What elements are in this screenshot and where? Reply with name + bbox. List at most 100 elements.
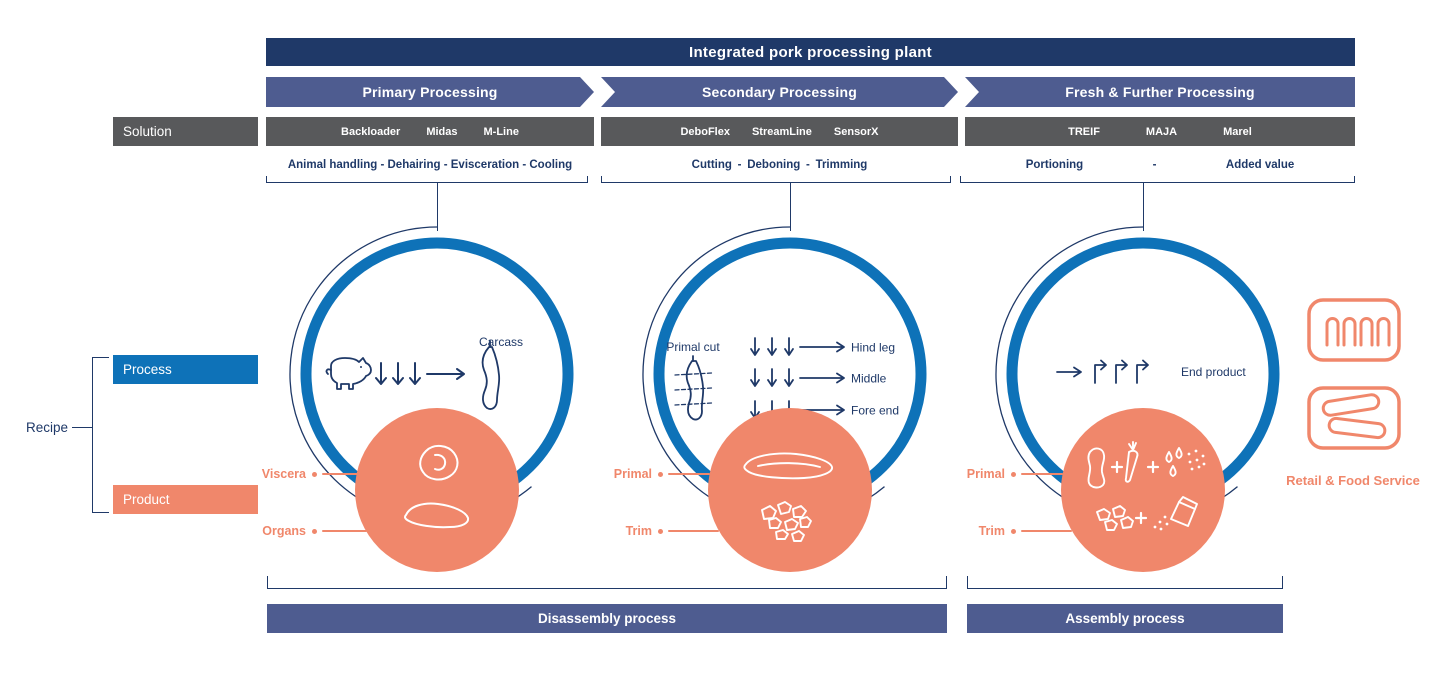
carrot-icon bbox=[1124, 441, 1139, 483]
organs-label: Organs bbox=[262, 524, 306, 538]
stage-bar-fresh-further: Fresh & Further Processing bbox=[965, 77, 1355, 107]
trim-pieces-icon bbox=[761, 501, 812, 542]
stage-primary-label: Primary Processing bbox=[362, 84, 498, 100]
process-circle-fresh-further: End product bbox=[995, 226, 1280, 572]
bacon-icon bbox=[1307, 298, 1401, 362]
product-output-trim-3: Trim bbox=[959, 523, 1072, 539]
connector-dot bbox=[658, 528, 663, 534]
stage-secondary-label: Secondary Processing bbox=[702, 84, 857, 100]
primal-label: Primal bbox=[613, 467, 652, 481]
plus-icon bbox=[1110, 460, 1124, 474]
product-output-viscera: Viscera bbox=[252, 466, 358, 482]
main-title: Integrated pork processing plant bbox=[689, 43, 932, 61]
right-arrow-icon bbox=[426, 368, 465, 380]
branch-arrows-icon bbox=[1094, 359, 1149, 384]
stage-bar-secondary: Secondary Processing bbox=[601, 77, 958, 107]
solution-item: TREIF bbox=[1068, 125, 1100, 138]
solution-item: Backloader bbox=[341, 125, 401, 138]
recipe-label: Recipe bbox=[25, 420, 68, 435]
connector-dot bbox=[312, 471, 317, 477]
recipe-bracket bbox=[92, 357, 109, 513]
solution-item: DeboFlex bbox=[680, 125, 730, 138]
steps-part: Portioning bbox=[1025, 159, 1084, 171]
cut-lines bbox=[674, 372, 713, 406]
carcass-icon bbox=[481, 340, 501, 410]
product-output-organs: Organs bbox=[252, 523, 367, 539]
connector-line bbox=[1021, 530, 1072, 532]
stage-bar-primary: Primary Processing bbox=[266, 77, 594, 107]
disassembly-bracket bbox=[267, 576, 947, 589]
process-circle-primary: Carcass bbox=[289, 226, 574, 572]
carcass-label: Carcass bbox=[479, 335, 523, 349]
steps-bracket-primary bbox=[266, 176, 588, 183]
steps-secondary-text: Cutting - Deboning - Trimming bbox=[691, 159, 868, 171]
middle-label: Middle bbox=[851, 372, 887, 386]
retail-food-service-label: Retail & Food Service bbox=[1286, 473, 1420, 488]
steps-bracket-secondary bbox=[601, 176, 951, 183]
main-title-bar: Integrated pork processing plant bbox=[266, 38, 1355, 66]
plus-icon bbox=[1134, 511, 1148, 525]
product-circle bbox=[708, 408, 872, 572]
ham-icon bbox=[1087, 447, 1106, 489]
assembly-label: Assembly process bbox=[1065, 611, 1185, 626]
steps-fresh-further: Portioning - Added value bbox=[965, 157, 1355, 173]
trim-label: Trim bbox=[978, 524, 1005, 538]
sausages-icon bbox=[1307, 386, 1401, 450]
solutions-fresh-further: TREIF MAJA Marel bbox=[965, 117, 1355, 146]
trim-label: Trim bbox=[625, 524, 652, 538]
solution-label-text: Solution bbox=[123, 124, 172, 139]
disassembly-process-bar: Disassembly process bbox=[267, 604, 947, 633]
steps-separator: - bbox=[1152, 159, 1157, 171]
connector-dot bbox=[1011, 528, 1016, 534]
right-arrow-icon bbox=[799, 341, 845, 416]
process-circle-secondary: Primal cut bbox=[642, 226, 927, 572]
solution-item: MAJA bbox=[1145, 125, 1178, 138]
steps-secondary: Cutting - Deboning - Trimming bbox=[601, 157, 958, 173]
connector-line bbox=[1143, 183, 1144, 231]
connector-dot bbox=[1011, 471, 1016, 477]
product-output-primal-2: Primal bbox=[606, 466, 710, 482]
plus-icon bbox=[1146, 460, 1160, 474]
assembly-bracket bbox=[967, 576, 1283, 589]
spice-bag-icon bbox=[1153, 496, 1198, 531]
product-circle bbox=[1061, 408, 1225, 572]
connector-line bbox=[322, 473, 358, 475]
primal-slab-icon bbox=[743, 452, 833, 480]
solutions-secondary: DeboFlex StreamLine SensorX bbox=[601, 117, 958, 146]
viscera-label: Viscera bbox=[261, 467, 306, 481]
hind-leg-label: Hind leg bbox=[851, 341, 895, 355]
connector-line bbox=[322, 530, 367, 532]
steps-primary-text: Animal handling - Dehairing - Eviscerati… bbox=[287, 159, 573, 171]
down-arrows-icon bbox=[375, 362, 421, 385]
brine-droplets-icon bbox=[1165, 447, 1206, 477]
solution-item: Marel bbox=[1223, 125, 1252, 138]
viscera-icon bbox=[419, 445, 459, 481]
pig-icon bbox=[325, 357, 372, 390]
right-arrow-icon bbox=[1056, 366, 1082, 378]
hanging-carcass-icon bbox=[674, 355, 713, 421]
fore-end-label: Fore end bbox=[851, 404, 899, 418]
connector-line bbox=[1021, 473, 1063, 475]
primal-cut-label: Primal cut bbox=[666, 340, 720, 354]
assembly-process-bar: Assembly process bbox=[967, 604, 1283, 633]
end-product-label: End product bbox=[1181, 365, 1246, 379]
steps-part: Added value bbox=[1225, 159, 1295, 171]
connector-dot bbox=[658, 471, 663, 477]
down-arrows-icon bbox=[750, 337, 794, 419]
primal-label: Primal bbox=[966, 467, 1005, 481]
process-row-label: Process bbox=[113, 355, 258, 384]
connector-line bbox=[668, 530, 719, 532]
product-output-trim-2: Trim bbox=[606, 523, 719, 539]
stage-fresh-further-label: Fresh & Further Processing bbox=[1065, 84, 1255, 100]
connector-line bbox=[437, 183, 438, 231]
steps-bracket-fresh-further bbox=[960, 176, 1355, 183]
product-row-label: Product bbox=[113, 485, 258, 514]
steps-primary: Animal handling - Dehairing - Eviscerati… bbox=[266, 157, 594, 173]
product-output-primal-3: Primal bbox=[959, 466, 1063, 482]
solution-item: Midas bbox=[426, 125, 458, 138]
solution-row-label: Solution bbox=[113, 117, 258, 146]
product-circle bbox=[355, 408, 519, 572]
recipe-connector-line bbox=[72, 427, 92, 428]
process-label-text: Process bbox=[123, 362, 172, 377]
